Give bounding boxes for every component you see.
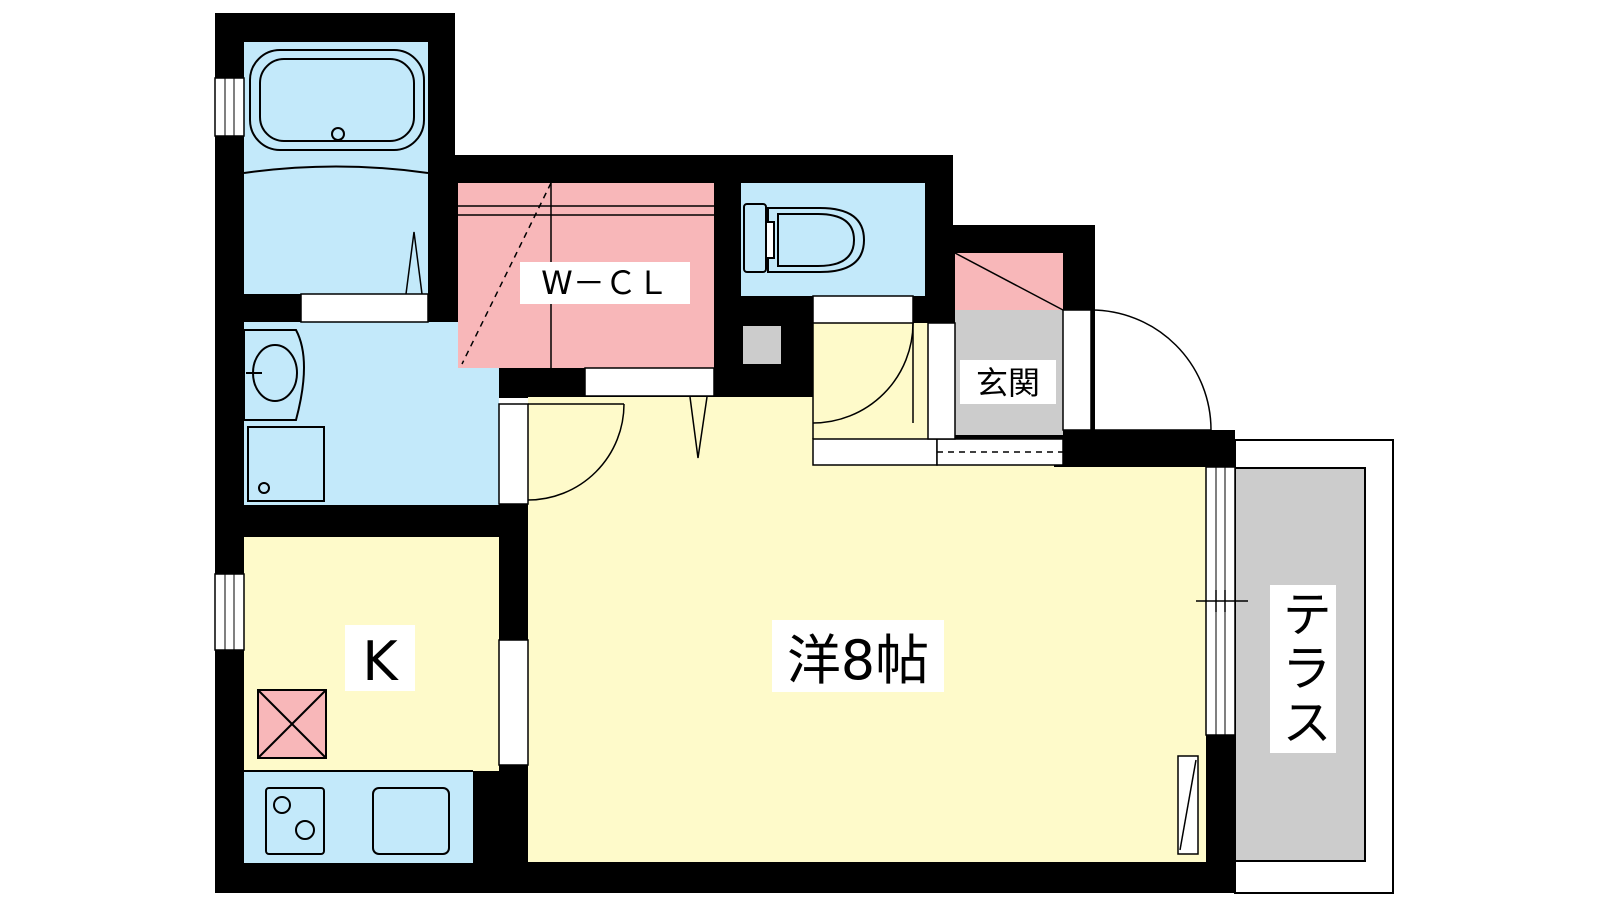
toilet xyxy=(743,203,866,273)
utility-box xyxy=(743,326,781,364)
toilet-door xyxy=(812,295,914,439)
window-kitchen xyxy=(214,573,245,651)
bathroom-floor xyxy=(244,42,428,294)
washroom-door xyxy=(498,403,625,505)
bathtub-inner xyxy=(259,58,415,142)
room-fills xyxy=(244,42,1206,863)
entrance-door xyxy=(1062,309,1212,431)
room-label-western: 洋8帖 xyxy=(787,629,929,692)
entrance-step xyxy=(812,322,1064,466)
western-room-door xyxy=(1177,755,1199,855)
windows xyxy=(214,77,1248,736)
hall-floor xyxy=(813,323,928,439)
labels: W－ＣＬ 玄関 洋8帖 K テラス xyxy=(345,262,1336,753)
washing-machine-pan xyxy=(247,426,325,502)
room-label-terrace: テラス xyxy=(1274,588,1332,750)
bathtub-outer xyxy=(249,49,425,151)
bath-door xyxy=(300,231,429,323)
room-label-entrance: 玄関 xyxy=(976,364,1040,402)
stove xyxy=(265,787,325,855)
sink xyxy=(372,787,450,855)
shoe-closet xyxy=(954,252,1064,311)
kitchen-fixtures xyxy=(244,689,473,855)
room-label-wcl: W－ＣＬ xyxy=(541,264,669,302)
room-label-kitchen: K xyxy=(362,630,399,693)
window-bath xyxy=(214,77,245,137)
kitchen-counter xyxy=(244,771,473,863)
wcl-door xyxy=(584,367,715,459)
kitchen-opening xyxy=(498,639,529,766)
bathtub xyxy=(243,49,429,174)
bathtub-drain xyxy=(331,127,345,141)
wash-basin xyxy=(243,329,305,421)
